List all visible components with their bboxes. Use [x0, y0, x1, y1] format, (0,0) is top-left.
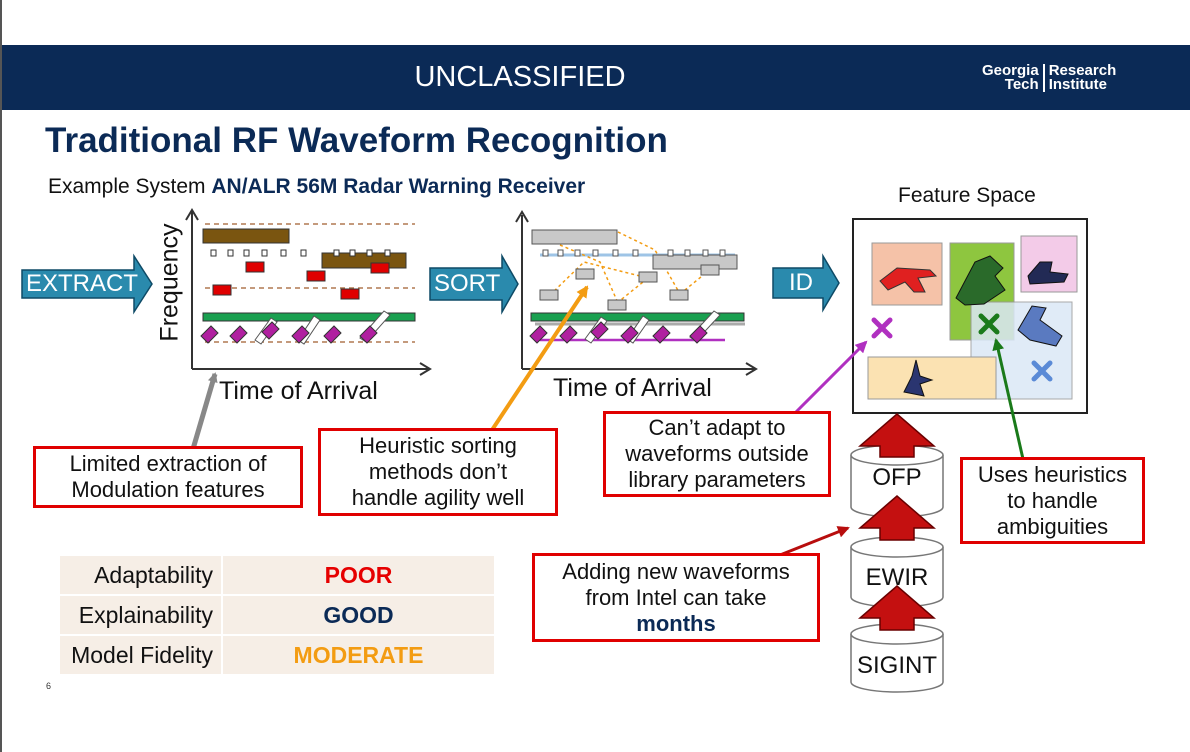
ratings-table: Adaptability POOR Explainability GOOD Mo…	[60, 556, 494, 676]
heuristics-pointer	[992, 338, 1025, 460]
rating-value: POOR	[222, 556, 494, 596]
rating-value: MODERATE	[222, 635, 494, 676]
toa-axis-label-1: Time of Arrival	[219, 377, 378, 405]
id-label: ID	[789, 269, 813, 296]
classification-label: UNCLASSIFIED	[414, 61, 626, 93]
id-arrow	[772, 253, 840, 313]
rating-label: Explainability	[60, 595, 223, 636]
slide-border	[0, 0, 2, 752]
upward-red-arrows	[857, 413, 937, 631]
slide-title: Traditional RF Waveform Recognition	[45, 121, 668, 160]
extraction-pointer	[190, 372, 218, 450]
green-x-icon	[978, 313, 1000, 335]
system-name: AN/ALR 56M Radar Warning Receiver	[211, 175, 586, 198]
rating-label: Model Fidelity	[60, 635, 223, 676]
sort-arrow	[429, 253, 519, 315]
extract-label: EXTRACT	[26, 270, 139, 297]
purple-x-icon	[871, 317, 893, 339]
feature-space	[852, 218, 1088, 414]
extract-plot-pulses	[200, 223, 416, 345]
sort-label: SORT	[434, 270, 501, 297]
frequency-axis-label: Frequency	[155, 223, 184, 342]
ofp-label: OFP	[872, 464, 922, 491]
blue-x-icon	[1031, 360, 1053, 382]
rating-label: Adaptability	[60, 556, 223, 596]
page-number: 6	[46, 681, 52, 691]
rating-value: GOOD	[222, 595, 494, 636]
table-row: Model Fidelity MODERATE	[60, 635, 494, 676]
table-row: Explainability GOOD	[60, 595, 494, 636]
table-row: Adaptability POOR	[60, 556, 494, 596]
feature-space-label: Feature Space	[898, 184, 1036, 207]
extract-plot	[185, 208, 432, 376]
sort-plot	[515, 210, 758, 376]
ewir-label: EWIR	[865, 564, 929, 591]
sorting-pointer	[490, 285, 589, 432]
database-stack	[850, 444, 944, 693]
adapt-pointer	[793, 340, 868, 415]
classification-banner	[2, 45, 1190, 110]
sort-plot-pulses	[529, 229, 745, 344]
sigint-label: SIGINT	[856, 652, 937, 679]
toa-axis-label-2: Time of Arrival	[553, 374, 712, 402]
adding-pointer	[779, 526, 850, 557]
extract-arrow	[21, 253, 153, 315]
slide-subtitle: Example System AN/ALR 56M Radar Warning …	[48, 175, 586, 198]
